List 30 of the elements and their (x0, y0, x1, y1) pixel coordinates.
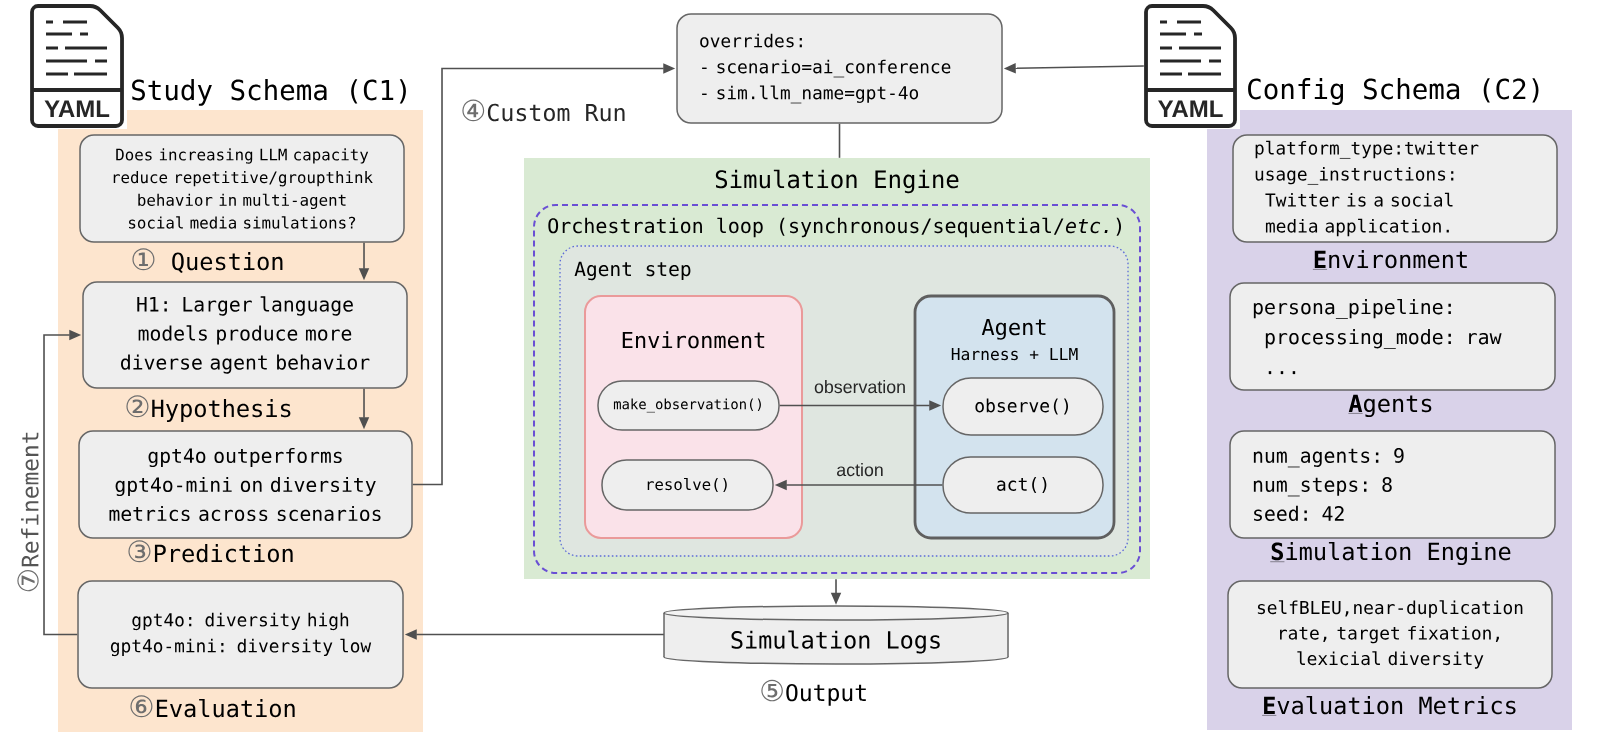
node-label: ②Hypothesis (126, 395, 291, 422)
node-label: Environment (1312, 250, 1467, 270)
database-cylinder: Simulation Logs (663, 605, 1009, 665)
rounded-box: H1: Larger language models produce more diverse agent behavior (82, 281, 408, 389)
node-label: Evaluation Metrics (1261, 695, 1516, 716)
rounded-box: platform_type:twitter usage_instructions: Twitter is a social media application. (1232, 134, 1558, 243)
rounded-box: persona_pipeline: processing_mode: raw ... (1229, 282, 1556, 391)
rounded-box: selfBLEU,near-duplication rate, target fixation, lexicial diversity (1227, 580, 1553, 689)
node-label: ⑤Output (761, 679, 866, 706)
panel-heading: Study Schema (C1) (132, 79, 406, 106)
rounded-box: Does increasing LLM capacity reduce repetitive/groupthink behavior in multi-agent social media simulations? (79, 134, 405, 243)
node-label: Agents (1348, 394, 1432, 418)
panel-heading: Config Schema (C2) (1248, 78, 1539, 105)
node-label: ① Question (132, 248, 283, 274)
rounded-box: num_agents: 9 num_steps: 8 seed: 42 (1229, 430, 1556, 539)
edge-label: ④Custom Run (462, 99, 625, 122)
rounded-box: gpt4o: diversity high gpt4o-mini: diversity low (77, 580, 404, 689)
node-label: Simulation Engine (1270, 541, 1511, 566)
rounded-box: overrides: - scenario=ai_conference - sim.llm_name=gpt-4o (676, 13, 1003, 124)
node-label: ③Prediction (128, 540, 293, 563)
connector-line (838, 122, 841, 159)
node-label: ⑥Evaluation (130, 695, 295, 718)
edge-label: observation (814, 380, 905, 394)
pill: make_observation() (597, 380, 780, 431)
edge-label: ⑦Refinement (17, 432, 39, 592)
pill: resolve() (601, 459, 774, 511)
rounded-box: gpt4o outperforms gpt4o-mini on diversity metrics across scenarios (78, 430, 413, 539)
pill: observe() (942, 377, 1104, 436)
pill: act() (942, 456, 1104, 514)
edge-label: action (837, 463, 883, 477)
